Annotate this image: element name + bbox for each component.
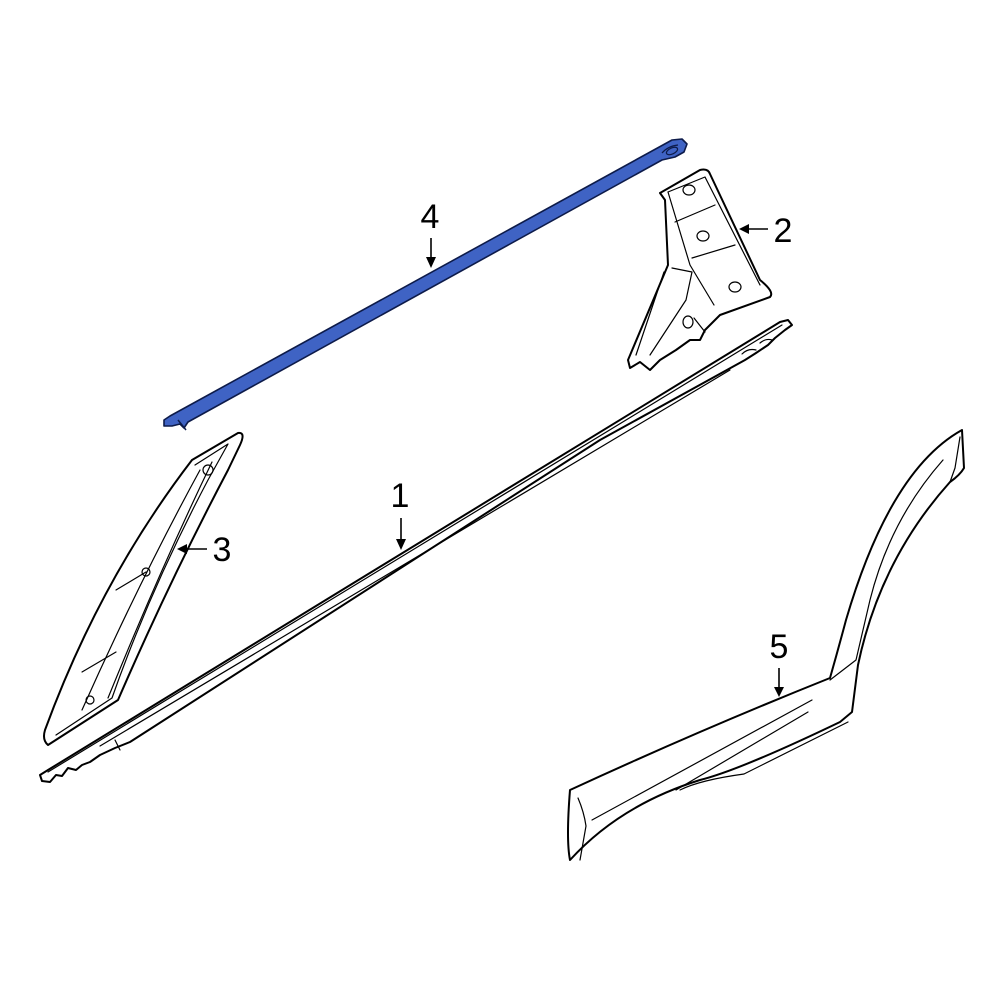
callout-3: 3: [177, 531, 231, 569]
svg-text:1: 1: [391, 477, 410, 515]
callout-1: 1: [391, 477, 410, 550]
svg-text:2: 2: [774, 212, 793, 250]
callout-4: 4: [421, 198, 440, 268]
svg-text:3: 3: [213, 531, 232, 569]
part-5-quarter-trim[interactable]: [567, 429, 965, 861]
callout-2: 2: [739, 212, 792, 250]
part-2-pillar-trim[interactable]: [627, 168, 773, 371]
svg-text:4: 4: [421, 198, 440, 236]
callout-5: 5: [770, 628, 789, 697]
part-1-rocker-molding[interactable]: [39, 319, 793, 783]
svg-text:5: 5: [770, 628, 789, 666]
part-3-pillar-trim[interactable]: [43, 431, 244, 746]
part-4-highlighted-molding[interactable]: [163, 138, 688, 431]
